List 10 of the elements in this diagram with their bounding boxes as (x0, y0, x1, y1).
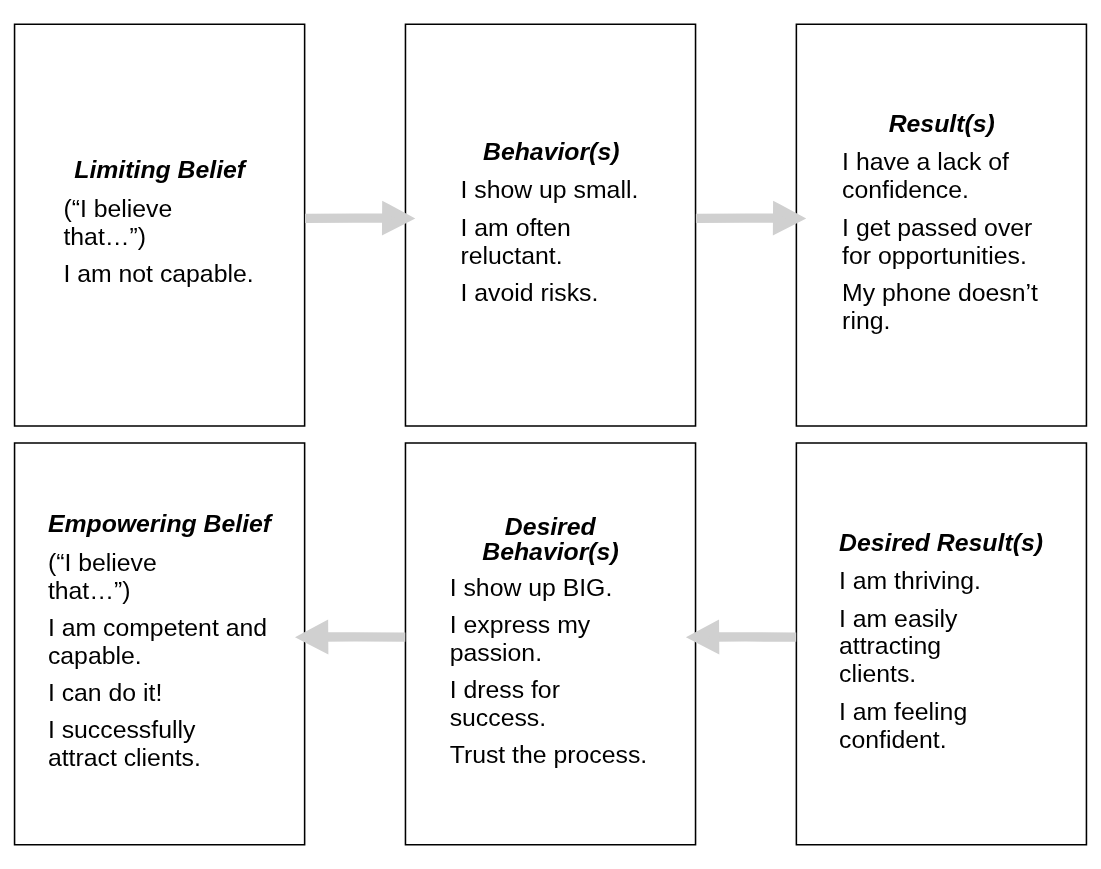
node-box: Behavior(s) I show up small. I am often reluctant. I avoid risks. (404, 23, 697, 427)
node-box: Desired Result(s) I am thriving. I am easily attracting clients. I am feeling confident. (795, 442, 1088, 846)
arrow (695, 200, 807, 236)
node-box: Empowering Belief (“I believe that…”) I am competent and capable. I can do it! I successfully attract clients. (13, 442, 306, 846)
node-box: Limiting Belief (“I believe that…”) I am not capable. (13, 23, 306, 427)
arrow (685, 619, 797, 655)
node-box: Result(s) I have a lack of confidence. I get passed over for opportunities. My phone doesn’t ring. (795, 23, 1088, 427)
arrow (304, 200, 416, 236)
arrow (295, 619, 406, 655)
node-box: Desired Behavior(s) I show up BIG. I express my passion. I dress for success. Trust the process. (404, 442, 697, 846)
